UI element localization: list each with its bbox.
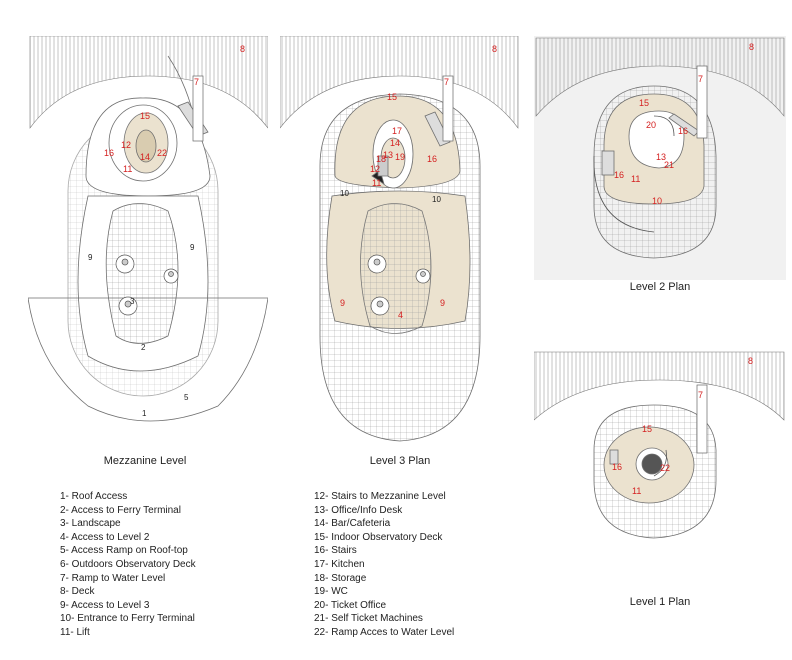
callout-16: 16 — [612, 462, 622, 472]
callout-15: 15 — [642, 424, 652, 434]
callout-10-right: 10 — [432, 195, 441, 204]
mezzanine-plan: 8 7 15 16 12 14 22 11 9 9 3 2 5 1 — [28, 36, 268, 422]
callout-15: 15 — [140, 111, 150, 121]
callout-5: 5 — [184, 393, 189, 402]
callout-1: 1 — [142, 409, 147, 418]
legend-right-item: 22- Ramp Acces to Water Level — [314, 626, 455, 638]
deck-hatch — [29, 36, 268, 129]
building-outline — [593, 85, 717, 259]
callout-11: 11 — [123, 164, 132, 174]
callout-7: 7 — [444, 77, 449, 87]
building-outline — [593, 404, 717, 539]
callout-19: 19 — [395, 152, 405, 162]
legend-right-item: 17- Kitchen — [314, 558, 365, 570]
legend-right-item: 12- Stairs to Mezzanine Level — [314, 491, 446, 502]
landscape-circles — [367, 254, 431, 316]
callout-16: 16 — [104, 148, 114, 158]
legend-left-item: 6- Outdoors Observatory Deck — [60, 558, 196, 570]
legend-left-item: 5- Access Ramp on Roof-top — [60, 545, 188, 557]
legend-left-item: 9- Access to Level 3 — [60, 599, 150, 611]
callout-3: 3 — [130, 297, 135, 306]
level1-callouts: 8 7 15 16 22 11 — [612, 356, 753, 496]
level3-callouts: 8 7 15 17 14 13 18 19 12 11 16 10 10 9 9… — [340, 44, 497, 320]
legend-left-item: 1- Roof Access — [60, 491, 128, 502]
callout-9-left: 9 — [88, 253, 93, 262]
callout-11: 11 — [632, 486, 641, 496]
callout-8: 8 — [748, 356, 753, 366]
callout-16: 16 — [678, 126, 688, 136]
level2-plan: 8 7 15 16 20 13 21 16 11 10 — [534, 36, 786, 280]
callout-22: 22 — [660, 463, 670, 473]
callout-9-left: 9 — [340, 298, 345, 308]
callout-7: 7 — [698, 74, 703, 84]
callout-14: 14 — [140, 152, 150, 162]
callout-2: 2 — [141, 343, 146, 352]
legend-left-item: 11- Lift — [60, 626, 90, 638]
callout-11: 11 — [631, 174, 640, 184]
legend-right-item: 19- WC — [314, 586, 348, 598]
callout-13: 13 — [656, 152, 666, 162]
level3-plan: 8 7 15 17 14 13 18 19 12 11 16 10 10 9 9… — [280, 36, 519, 442]
callout-7: 7 — [698, 390, 703, 400]
legend-left-item: 4- Access to Level 2 — [60, 531, 150, 543]
ramp-7 — [696, 384, 708, 454]
callout-12: 12 — [121, 140, 131, 150]
legend-right: 12- Stairs to Mezzanine Level 13- Office/… — [314, 490, 454, 640]
callout-8: 8 — [492, 44, 497, 54]
legend-left-item: 3- Landscape — [60, 518, 121, 530]
callout-12: 12 — [370, 164, 380, 174]
legend-left: 1- Roof Access 2- Access to Ferry Termina… — [60, 490, 196, 640]
ramp-7 — [696, 65, 708, 139]
ramp-7 — [192, 75, 204, 142]
legend-right-item: 14- Bar/Cafeteria — [314, 518, 391, 530]
level1-plan: 8 7 15 16 22 11 — [534, 351, 785, 539]
callout-18: 18 — [376, 154, 386, 164]
caption-level1: Level 1 Plan — [629, 596, 691, 608]
callout-22: 22 — [157, 148, 167, 158]
callout-9-right: 9 — [190, 243, 195, 252]
mezzanine-callouts: 8 7 15 16 12 14 22 11 9 9 3 2 5 1 — [88, 44, 245, 418]
legend-left-item: 7- Ramp to Water Level — [60, 572, 166, 584]
legend-left-item: 8- Deck — [60, 586, 95, 598]
callout-16: 16 — [427, 154, 437, 164]
callout-10: 10 — [652, 196, 662, 206]
legend-right-item: 15- Indoor Observatory Deck — [314, 531, 443, 543]
callout-10-left: 10 — [340, 189, 349, 198]
callout-15: 15 — [639, 98, 649, 108]
caption-level3: Level 3 Plan — [369, 455, 431, 467]
callout-7: 7 — [194, 77, 199, 87]
caption-mezzanine: Mezzanine Level — [103, 455, 187, 467]
callout-13: 13 — [383, 150, 393, 160]
callout-14: 14 — [390, 138, 400, 148]
deck-hatch — [280, 36, 519, 129]
building-outline — [28, 55, 268, 422]
callout-20: 20 — [646, 120, 656, 130]
deck-hatch — [535, 37, 785, 117]
legend-right-item: 20- Ticket Office — [314, 599, 387, 611]
ramp-7 — [442, 75, 454, 142]
legend-right-item: 13- Office/Info Desk — [314, 504, 403, 516]
callout-9-right: 9 — [440, 298, 445, 308]
legend-right-item: 16- Stairs — [314, 545, 357, 557]
callout-15: 15 — [387, 92, 397, 102]
landscape-circles — [115, 254, 179, 316]
building-outline — [319, 93, 481, 442]
caption-level2: Level 2 Plan — [629, 281, 691, 293]
legend-left-item: 10- Entrance to Ferry Terminal — [60, 613, 195, 625]
callout-11: 11 — [372, 178, 381, 188]
legend-left-item: 2- Access to Ferry Terminal — [60, 504, 181, 516]
deck-hatch — [534, 351, 785, 421]
level2-callouts: 8 7 15 16 20 13 21 16 11 10 — [614, 42, 754, 206]
legend-right-item: 18- Storage — [314, 572, 367, 584]
callout-4: 4 — [398, 310, 403, 320]
callout-8: 8 — [240, 44, 245, 54]
callout-16-left: 16 — [614, 170, 624, 180]
callout-8: 8 — [749, 42, 754, 52]
callout-21: 21 — [664, 160, 674, 170]
legend-right-item: 21- Self Ticket Machines — [314, 613, 423, 625]
callout-17: 17 — [392, 126, 402, 136]
